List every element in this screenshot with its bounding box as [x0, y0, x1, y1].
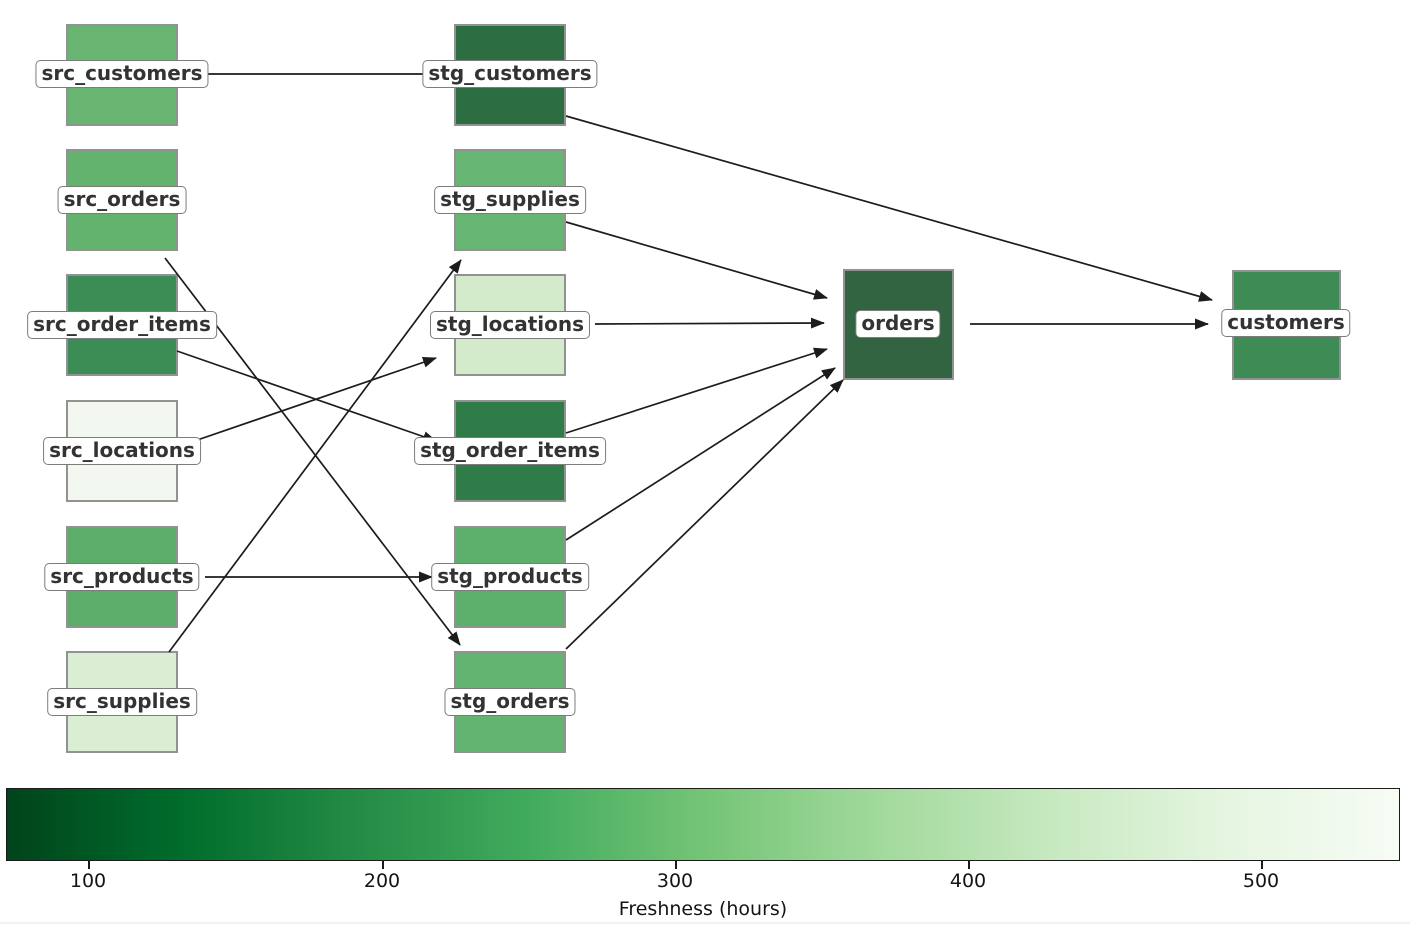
edge-src-supplies-to-stg-supplies [168, 259, 462, 653]
node-box-orders [843, 269, 954, 380]
edge-src-locations-to-stg-locations [176, 357, 437, 448]
node-box-stg-supplies [454, 149, 566, 251]
edge-stg-products-to-orders [565, 367, 836, 541]
dag-graph [66, 24, 1341, 753]
node-box-customers [1232, 270, 1341, 380]
edge-stg-orders-to-orders [565, 379, 844, 650]
node-box-src-customers [66, 24, 178, 126]
colorbar-tick-label: 300 [656, 870, 694, 892]
node-box-stg-locations [454, 274, 566, 376]
colorbar-gradient [6, 788, 1400, 861]
colorbar-axis-label: Freshness (hours) [618, 898, 788, 920]
node-box-src-supplies [66, 651, 178, 753]
edge-stg-locations-to-orders [594, 317, 825, 329]
colorbar-tick [675, 861, 677, 869]
colorbar-tick [382, 861, 384, 869]
colorbar-tick-label: 500 [1242, 870, 1280, 892]
colorbar-tick [968, 861, 970, 869]
colorbar-tick-label: 200 [363, 870, 401, 892]
edge-stg-customers-to-customers [565, 115, 1213, 302]
edge-src-orders-to-stg-orders [164, 257, 461, 646]
node-box-stg-orders [454, 651, 566, 753]
colorbar-tick [1261, 861, 1263, 869]
figure-bottom-edge [0, 922, 1410, 924]
edge-stg-order-items-to-orders [565, 347, 828, 434]
node-box-stg-customers [454, 24, 566, 126]
node-box-src-orders [66, 149, 178, 251]
edge-stg-supplies-to-orders [565, 221, 828, 300]
colorbar-tick-label: 400 [949, 870, 987, 892]
colorbar-tick-label: 100 [69, 870, 107, 892]
node-box-stg-products [454, 526, 566, 628]
node-box-stg-order-items [454, 400, 566, 502]
colorbar-tick [88, 861, 90, 869]
edge-src-order-items-to-stg-order-items [176, 350, 437, 442]
node-box-src-products [66, 526, 178, 628]
node-box-src-locations [66, 400, 178, 502]
node-box-src-order-items [66, 274, 178, 376]
